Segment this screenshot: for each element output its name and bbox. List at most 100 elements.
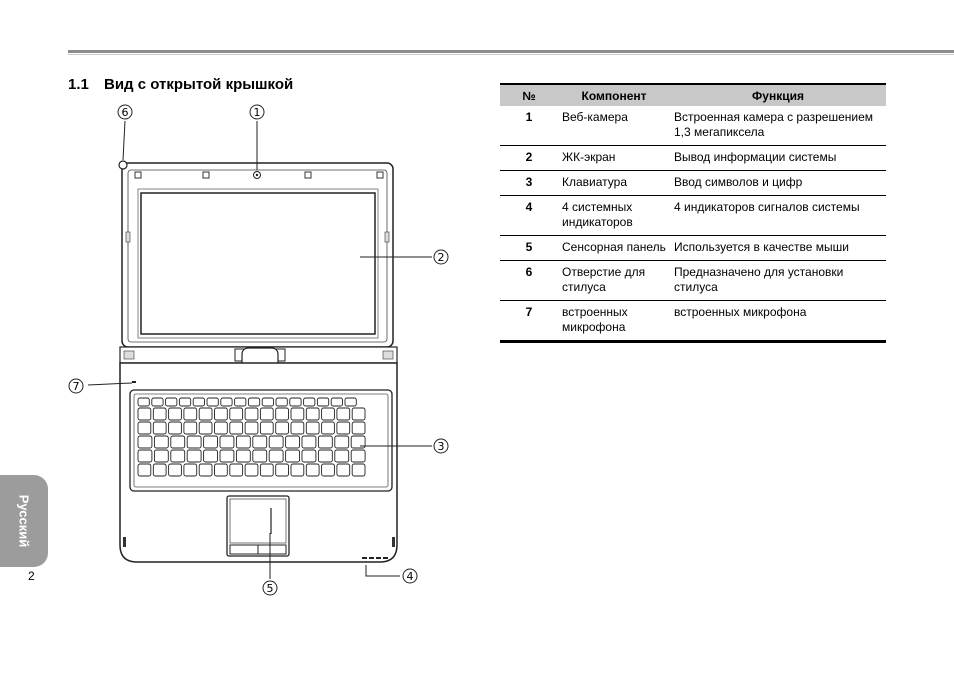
key bbox=[183, 407, 198, 421]
row-number: 1 bbox=[500, 106, 558, 146]
touchpad bbox=[226, 495, 290, 557]
table-row: 3 Клавиатура Ввод символов и цифр bbox=[500, 170, 886, 196]
key bbox=[351, 421, 366, 435]
section-title: 1.1 Вид с открытой крышкой bbox=[68, 76, 293, 93]
stylus-hole bbox=[118, 160, 128, 170]
row-number: 5 bbox=[500, 235, 558, 261]
key bbox=[289, 397, 302, 407]
key bbox=[186, 449, 202, 463]
key bbox=[229, 407, 244, 421]
key bbox=[137, 435, 153, 449]
svg-text:6: 6 bbox=[122, 106, 129, 119]
key bbox=[137, 407, 152, 421]
row-function: 4 индикаторов сигналов системы bbox=[670, 195, 886, 236]
key bbox=[259, 421, 274, 435]
key bbox=[203, 449, 218, 463]
row-component: 4 системных индикаторов bbox=[558, 195, 670, 236]
table-row: 4 4 системных индикаторов 4 индикаторов … bbox=[500, 195, 886, 236]
row-number: 4 bbox=[500, 195, 558, 236]
key bbox=[350, 449, 366, 463]
key bbox=[152, 463, 167, 477]
key bbox=[198, 421, 213, 435]
key bbox=[321, 463, 335, 477]
key bbox=[235, 435, 251, 449]
row-component: Веб-камера bbox=[558, 106, 670, 146]
key bbox=[192, 397, 205, 407]
row-number: 6 bbox=[500, 260, 558, 301]
key bbox=[244, 407, 259, 421]
key bbox=[351, 407, 366, 421]
key bbox=[165, 397, 178, 407]
row-function: Встроенная камера с разрешением 1,3 мега… bbox=[670, 106, 886, 146]
row-component: встроенных микрофона bbox=[558, 300, 670, 343]
key bbox=[290, 463, 305, 477]
callout-7: 7 bbox=[68, 378, 84, 394]
row-function: Предназначено для установки стилуса bbox=[670, 260, 886, 301]
key bbox=[152, 421, 167, 435]
key bbox=[219, 435, 235, 449]
language-tab-label: Русский bbox=[16, 494, 32, 548]
key bbox=[206, 397, 219, 407]
lcd-screen bbox=[140, 192, 376, 335]
key bbox=[336, 407, 351, 421]
key bbox=[316, 397, 330, 407]
key bbox=[137, 397, 150, 407]
key bbox=[275, 397, 288, 407]
key bbox=[305, 463, 320, 477]
key bbox=[336, 463, 351, 477]
callout-1: 1 bbox=[249, 104, 265, 120]
table-row: 2 ЖК-экран Вывод информации системы bbox=[500, 145, 886, 171]
key bbox=[152, 407, 167, 421]
table-row: 6 Отверстие для стилуса Предназначено дл… bbox=[500, 260, 886, 301]
header-function: Функция bbox=[670, 84, 886, 106]
key bbox=[290, 407, 305, 421]
language-tab: Русский bbox=[0, 475, 48, 567]
callout-6: 6 bbox=[117, 104, 133, 120]
svg-text:5: 5 bbox=[267, 582, 274, 595]
key bbox=[219, 449, 235, 463]
key bbox=[170, 449, 186, 463]
key bbox=[285, 449, 300, 463]
section-number: 1.1 bbox=[68, 76, 89, 93]
key bbox=[214, 421, 228, 435]
key bbox=[303, 397, 316, 407]
key bbox=[168, 421, 182, 435]
table-header-row: № Компонент Функция bbox=[500, 84, 886, 106]
key bbox=[137, 449, 153, 463]
keyboard-bezel bbox=[129, 389, 393, 492]
key bbox=[234, 397, 247, 407]
microphone bbox=[132, 381, 136, 383]
key bbox=[351, 463, 366, 477]
row-function: Вывод информации системы bbox=[670, 145, 886, 171]
laptop-diagram: 1 6 2 3 7 5 4 bbox=[60, 100, 460, 600]
row-function: Ввод символов и цифр bbox=[670, 170, 886, 196]
section-title-text: Вид с открытой крышкой bbox=[104, 76, 294, 93]
table-row: 5 Сенсорная панель Используется в качест… bbox=[500, 235, 886, 261]
key bbox=[214, 407, 228, 421]
key bbox=[259, 407, 274, 421]
key bbox=[334, 449, 350, 463]
key bbox=[305, 407, 320, 421]
key bbox=[344, 397, 357, 407]
key bbox=[137, 421, 152, 435]
key bbox=[350, 435, 366, 449]
key bbox=[244, 463, 259, 477]
top-rule-thin bbox=[68, 54, 954, 55]
row-number: 2 bbox=[500, 145, 558, 171]
key bbox=[178, 397, 192, 407]
key bbox=[330, 397, 343, 407]
key bbox=[214, 463, 228, 477]
page-number: 2 bbox=[28, 569, 35, 583]
key bbox=[168, 463, 182, 477]
callout-4: 4 bbox=[402, 568, 418, 584]
key bbox=[317, 449, 333, 463]
table-row: 1 Веб-камера Встроенная камера с разреше… bbox=[500, 106, 886, 146]
row-number: 3 bbox=[500, 170, 558, 196]
row-function: встроенных микрофона bbox=[670, 300, 886, 343]
key bbox=[252, 449, 268, 463]
svg-text:7: 7 bbox=[73, 380, 80, 393]
key bbox=[220, 397, 233, 407]
svg-text:3: 3 bbox=[438, 440, 445, 453]
row-component: Сенсорная панель bbox=[558, 235, 670, 261]
key bbox=[317, 435, 333, 449]
